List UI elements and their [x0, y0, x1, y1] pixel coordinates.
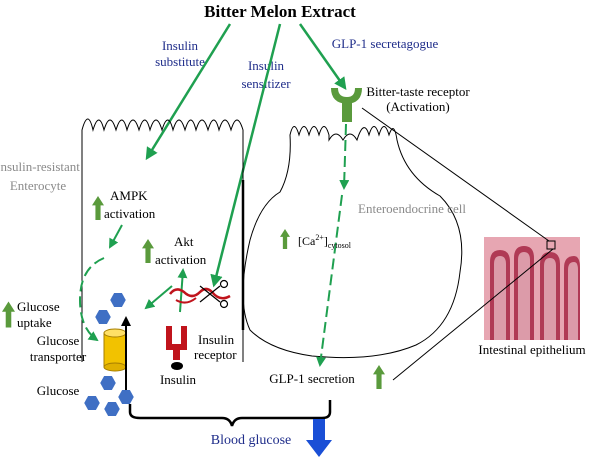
insulin-molecule-icon [171, 362, 183, 370]
arrow-title-to-bitter-receptor [298, 23, 347, 91]
arrow-receptor-to-calcium [339, 123, 350, 190]
glucose-transporter-label-line2: transporter [30, 349, 87, 364]
glucose-molecule-icon [118, 390, 134, 404]
insulin-resistant-enterocyte-label-line2: Enterocyte [10, 178, 67, 193]
signaling-cascade-icon [169, 287, 231, 300]
increase-arrow-icon [373, 365, 385, 389]
insulin-label: Insulin [160, 372, 197, 387]
glp1-secretion-label: GLP-1 secretion [269, 371, 355, 386]
ampk-activation-label: activation [104, 206, 156, 221]
akt-activation-label: activation [155, 252, 207, 267]
increase-arrow-icon [92, 196, 104, 220]
increase-arrow-icon [280, 229, 290, 249]
enteroendocrine-cell-outline [242, 126, 463, 359]
bitter-taste-receptor-label: Bitter-taste receptor [366, 84, 470, 99]
glucose-label: Glucose [37, 383, 80, 398]
arrow-ampk-down [109, 224, 123, 249]
insulin-receptor-label-line2: receptor [194, 347, 237, 362]
enterocyte-cell-outline [81, 118, 244, 362]
intestinal-epithelium-label: Intestinal epithelium [478, 342, 585, 357]
ampk-label: AMPK [110, 188, 148, 203]
glucose-molecule-icon [95, 310, 111, 324]
insulin-resistant-enterocyte-label: Insulin-resistant [0, 159, 80, 174]
enteroendocrine-cell-label: Enteroendocrine cell [358, 201, 466, 216]
increase-arrow-icon [142, 239, 154, 263]
glucose-molecule-icon [84, 396, 100, 410]
signaling-cascade-icon [175, 297, 197, 304]
calcium-cytosol-label: [Ca2+]cytosol [298, 233, 352, 250]
insulin-sensitizer-label: Insulin [248, 58, 285, 73]
glucose-uptake-label: Glucose [17, 299, 60, 314]
glp1-secretagogue-label: GLP-1 secretagogue [332, 36, 439, 51]
zoom-line-top [361, 107, 550, 242]
increase-arrow-icon [2, 301, 15, 328]
glucose-transporter-label: Glucose [37, 333, 80, 348]
glucose-molecule-icon [100, 376, 116, 390]
scissors-icon [199, 279, 229, 309]
glucose-transporter-icon [103, 328, 127, 372]
glucose-uptake-label-line2: uptake [17, 315, 52, 330]
blood-glucose-label: Blood glucose [211, 433, 292, 448]
insulin-substitute-label-line2: substitute [155, 54, 205, 69]
arrow-ampk-to-transporter [78, 257, 105, 342]
title: Bitter Melon Extract [204, 2, 356, 21]
insulin-receptor-icon [166, 326, 187, 360]
bitter-taste-receptor-label-line2: (Activation) [386, 99, 450, 114]
arrow-title-to-ampk [145, 23, 232, 161]
arrow-calcium-to-glp1 [316, 194, 343, 367]
insulin-receptor-label: Insulin [198, 332, 235, 347]
bracket-to-blood-glucose [128, 400, 332, 427]
insulin-sensitizer-label-line2: sensitizer [241, 76, 291, 91]
akt-label: Akt [174, 234, 194, 249]
arrow-akt-to-transporter [144, 285, 173, 310]
zoom-line-bottom [392, 248, 554, 381]
insulin-substitute-label: Insulin [162, 38, 199, 53]
glucose-molecule-icon [110, 293, 126, 307]
arrow-title-to-insulin-receptor [210, 23, 282, 288]
glucose-molecule-icon [104, 402, 120, 416]
intestinal-epithelium-image [484, 237, 580, 340]
bitter-taste-receptor-icon [331, 88, 362, 122]
decrease-arrow-icon [306, 419, 332, 457]
